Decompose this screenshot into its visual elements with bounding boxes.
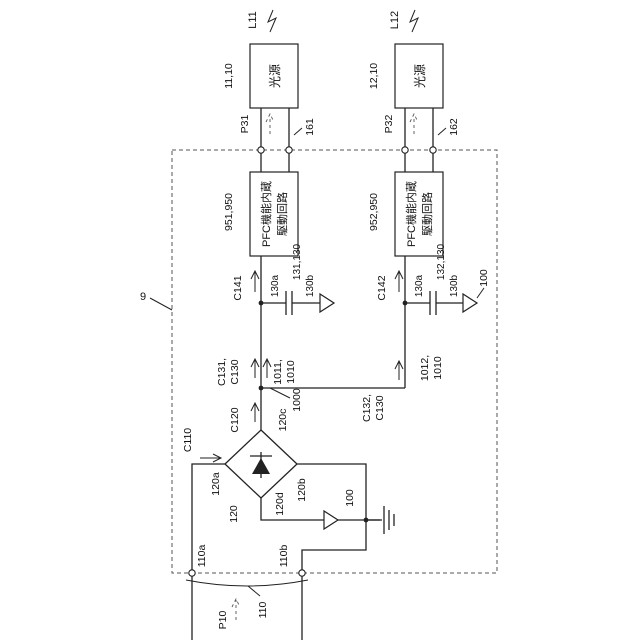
r1012-arrow <box>395 361 403 380</box>
c110-label: C110 <box>182 428 194 452</box>
p10-label: P10 <box>217 611 229 630</box>
node-branch1 <box>259 301 264 306</box>
driver-1-line1: PFC機能内蔵 <box>259 181 273 247</box>
driver-circuit-1 <box>250 172 298 256</box>
p32-current-arrow <box>410 114 418 134</box>
t162-leader <box>438 128 446 135</box>
ground-100a-leader <box>477 288 484 298</box>
driver-2-ref: 952,950 <box>368 193 380 231</box>
n120-label: 120 <box>228 505 240 523</box>
c110-arrow <box>200 454 221 462</box>
c131-label: C131, <box>216 358 228 386</box>
l11-label: L11 <box>247 11 259 29</box>
cap131-ref: 131,130 <box>292 243 303 280</box>
n110-leader <box>248 586 260 596</box>
light-source-1-text: 光源 <box>268 64 282 88</box>
r1011-label: 1011, <box>272 359 284 385</box>
p31-current-arrow <box>266 114 274 134</box>
n1000-leader <box>270 388 290 398</box>
l12-label: L12 <box>389 11 401 29</box>
c141-arrow <box>251 271 259 292</box>
n110b-label: 110b <box>278 545 290 568</box>
n120c-label: 120c <box>277 409 289 432</box>
n120d-label: 120d <box>274 492 286 516</box>
light-source-2-ref: 12,10 <box>368 63 380 89</box>
terminal-110a <box>189 570 195 576</box>
ground-symbol-132 <box>463 294 477 312</box>
ground-symbol-100b <box>324 511 338 529</box>
t161-leader <box>294 128 302 135</box>
n110a-label: 110a <box>196 545 208 568</box>
t162-label: 162 <box>448 118 460 136</box>
c120-label: C120 <box>229 407 241 432</box>
p31-label: P31 <box>239 115 251 134</box>
wire-120d-ground <box>261 498 324 520</box>
p32-label: P32 <box>383 115 395 134</box>
driver-2-line1: PFC機能内蔵 <box>404 181 418 247</box>
input-connector-arc <box>186 580 308 586</box>
c132-label: C132, <box>361 394 373 422</box>
terminal-162-right <box>430 147 436 153</box>
ground-100b-label: 100 <box>344 489 356 507</box>
terminal-162-left <box>402 147 408 153</box>
c131-arrow <box>251 359 259 378</box>
c130-2-label: C130 <box>374 395 386 420</box>
enclosure-ref-label: 9 <box>140 291 146 303</box>
l12-emission-arrow <box>410 10 418 32</box>
terminal-161-right <box>286 147 292 153</box>
n120a-label: 120a <box>210 472 222 496</box>
driver-1-line2: 駆動回路 <box>275 192 289 236</box>
cap131-130a: 130a <box>270 274 281 297</box>
c142-arrow <box>395 271 403 292</box>
terminal-110b <box>299 570 305 576</box>
r1010-1-label: 1010 <box>285 360 297 384</box>
cap131-130b: 130b <box>305 274 316 297</box>
l11-emission-arrow <box>268 10 276 32</box>
c120-arrow <box>251 403 259 422</box>
ground-100a-label: 100 <box>478 269 490 287</box>
c141-label: C141 <box>232 275 244 300</box>
node-branch2 <box>403 301 408 306</box>
light-source-2-text: 光源 <box>413 64 427 88</box>
driver-2-line2: 駆動回路 <box>420 192 434 236</box>
r1012-label: 1012, <box>419 355 431 381</box>
n120b-label: 120b <box>296 478 308 502</box>
driver-circuit-2 <box>395 172 443 256</box>
c142-label: C142 <box>376 275 388 300</box>
c130-1-label: C130 <box>229 359 241 384</box>
node-1000-left <box>259 386 264 391</box>
n110-label: 110 <box>257 601 269 618</box>
enclosure-leader <box>150 298 172 310</box>
t161-label: 161 <box>304 118 316 136</box>
terminal-161-left <box>258 147 264 153</box>
p10-current-arrow <box>232 599 240 620</box>
r1010-2-label: 1010 <box>432 356 444 380</box>
cap132-130a: 130a <box>414 274 425 297</box>
ground-symbol-131 <box>320 294 334 312</box>
light-source-1-ref: 11,10 <box>223 63 235 89</box>
cap132-ref: 132,130 <box>436 243 447 280</box>
n1000-label: 1000 <box>291 388 303 412</box>
driver-1-ref: 951,950 <box>223 193 235 231</box>
r1011-arrow <box>263 359 271 378</box>
cap132-130b: 130b <box>449 274 460 297</box>
